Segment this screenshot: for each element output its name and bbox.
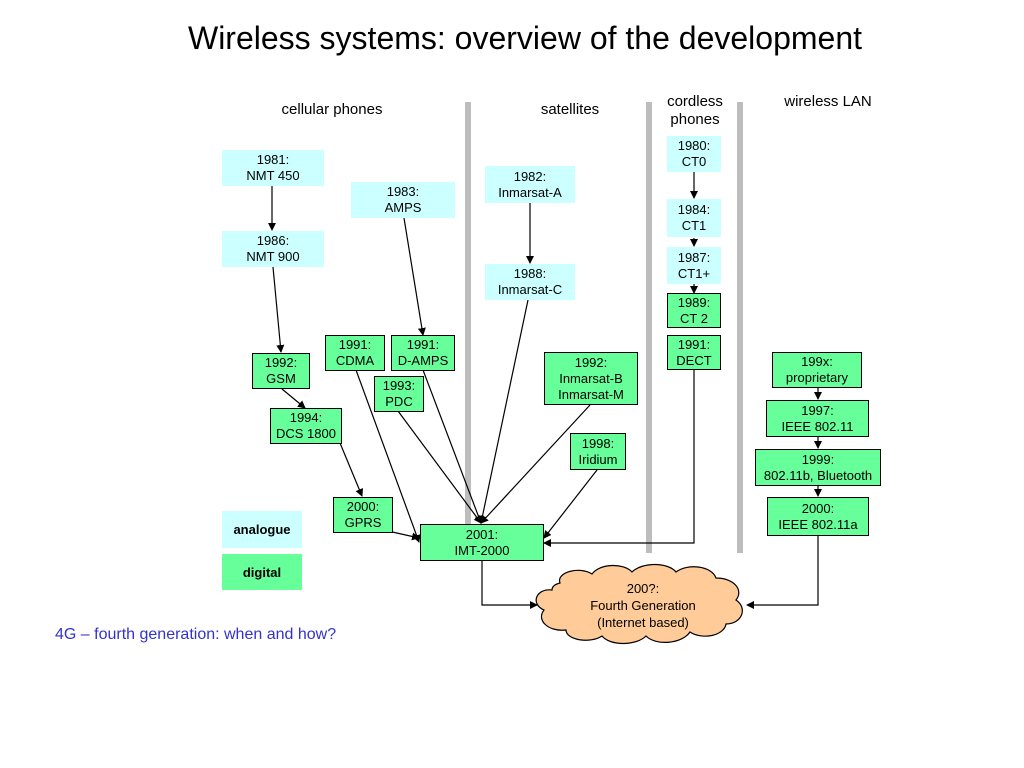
node-gprs: 2000: GPRS [333,497,393,533]
edge-inmarsatc-imt2000 [478,299,529,524]
node-ct1: 1984: CT1 [667,199,721,237]
edge-pdc-imt2000 [397,410,482,524]
slide-title: Wireless systems: overview of the develo… [187,20,863,56]
node-inmarsat-a: 1982: Inmarsat-A [485,166,575,203]
node-damps: 1991: D-AMPS [391,335,455,371]
node-cdma: 1991: CDMA [325,335,385,371]
edge-nmt900-gsm [272,266,285,353]
node-proprietary: 199x: proprietary [772,352,862,388]
column-header-cellular: cellular phones [281,101,383,118]
node-ct0: 1980: CT0 [667,136,721,172]
divider-cordless-wlan [737,102,743,553]
fourth-generation-question: 4G – fourth generation: when and how? [55,626,337,643]
node-ct2: 1989: CT 2 [667,293,721,328]
node-ieee80211b: 1999: 802.11b, Bluetooth [755,449,881,486]
edge-ieee80211a-fourthgen [746,536,819,609]
edge-damps-imt2000 [422,369,483,524]
divider-satellites-cordless [646,102,652,553]
edge-inmarsatbm-imt2000 [480,404,591,524]
edge-dect-imt2000 [543,369,695,547]
node-ieee80211: 1997: IEEE 802.11 [766,400,869,437]
legend-digital: digital [222,554,302,590]
node-ieee80211a: 2000: IEEE 802.11a [767,497,869,536]
node-gsm: 1992: GSM [252,353,310,389]
column-header-cordless: cordless phones [667,93,723,128]
node-dcs1800: 1994: DCS 1800 [270,408,342,444]
node-inmarsat-c: 1988: Inmarsat-C [485,264,575,300]
node-imt2000: 2001: IMT-2000 [420,524,544,561]
node-ct1plus: 1987: CT1+ [667,247,721,284]
column-header-satellites: satellites [540,101,600,118]
node-amps: 1983: AMPS [351,182,455,218]
edge-imt2000-fourthgen [481,561,538,609]
fourth-generation-cloud [535,563,743,645]
legend-analogue: analogue [222,511,302,548]
edge-iridium-imt2000 [543,469,598,539]
node-nmt450: 1981: NMT 450 [222,150,324,186]
column-header-wlan: wireless LAN [784,93,872,110]
edge-gsm-dcs1800 [281,388,306,409]
divider-cellular-satellites [465,102,471,553]
node-iridium: 1998: Iridium [570,433,626,470]
node-nmt900: 1986: NMT 900 [222,231,324,267]
node-pdc: 1993: PDC [374,376,424,412]
edge-cdma-imt2000 [355,369,421,543]
edge-dcs1800-gprs [339,442,364,497]
edge-amps-damps [403,217,426,336]
node-fourth-generation: 200?: Fourth Generation (Internet based) [590,581,696,630]
node-inmarsat-bm: 1992: Inmarsat-B Inmarsat-M [544,352,638,405]
node-dect: 1991: DECT [667,335,721,370]
